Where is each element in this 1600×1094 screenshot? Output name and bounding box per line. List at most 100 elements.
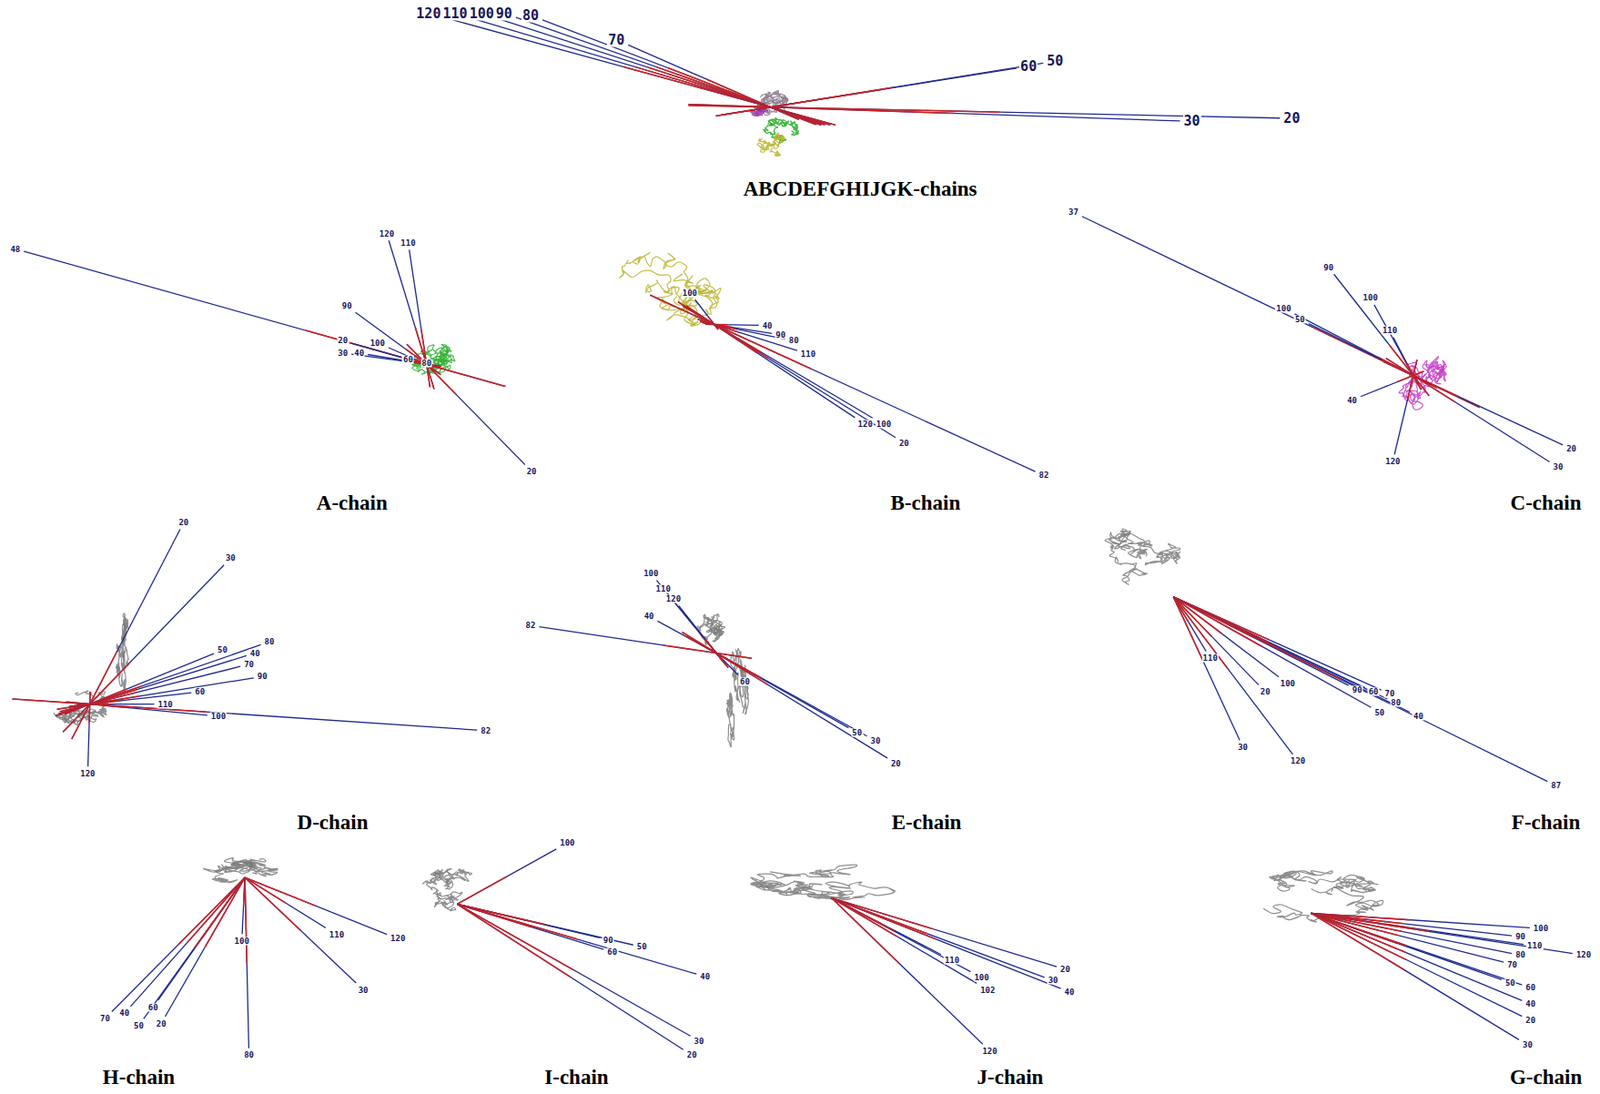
vector-line — [88, 691, 91, 767]
vector-line-segment — [58, 689, 137, 715]
residue-number: 20 — [890, 759, 902, 768]
residue-number: 50 — [1045, 54, 1064, 69]
residue-number: 30 — [1047, 976, 1060, 985]
vector-line-segment — [1311, 912, 1407, 960]
vector-line — [244, 877, 356, 983]
backbone-trace — [433, 869, 473, 890]
residue-number: 60 — [739, 677, 751, 686]
residue-number: 110 — [1381, 326, 1398, 335]
vector-line-segment — [187, 877, 245, 942]
residue-number: 70 — [99, 1013, 112, 1023]
vector-line-segment — [688, 105, 1001, 112]
residue-number: 82 — [479, 726, 492, 735]
vector-line — [60, 666, 242, 712]
residue-number: 120 — [415, 6, 442, 21]
residue-number: 120 — [1575, 951, 1592, 960]
vector-line-segment — [89, 691, 91, 723]
residue-number: 100 — [681, 288, 699, 297]
residue-number: 102 — [979, 985, 996, 994]
backbone-trace — [759, 91, 789, 105]
vector-line — [831, 898, 972, 973]
vector-line-segment — [456, 903, 570, 977]
residue-number: 120 — [665, 595, 682, 604]
residue-number: 110 — [1526, 941, 1543, 951]
vector-line-segment — [1407, 359, 1418, 399]
vector-line — [688, 104, 1181, 122]
chain-title: H-chain — [102, 1065, 175, 1087]
vector-line-segment — [1173, 597, 1227, 669]
backbone-trace — [1269, 870, 1342, 892]
vector-line-segment — [681, 631, 768, 685]
residue-number: 20 — [336, 336, 349, 345]
chain-title: B-chain — [891, 491, 962, 513]
vector-line-segment — [244, 877, 247, 963]
vector-line — [538, 627, 752, 659]
residue-number: 90 — [1514, 932, 1527, 942]
residue-number: 70 — [243, 659, 255, 669]
chain-title: I-chain — [544, 1065, 608, 1087]
vector-lines — [12, 17, 1573, 1050]
backbone-trace — [768, 117, 789, 133]
vector-line — [831, 898, 1062, 989]
vector-line — [456, 903, 604, 950]
vector-line — [1173, 597, 1381, 690]
vector-line-segment — [456, 903, 546, 924]
residue-number: 110 — [943, 956, 961, 965]
vector-line — [244, 877, 326, 928]
vector-line-segment — [1173, 597, 1342, 680]
vector-line — [130, 877, 245, 1007]
vector-line-segment — [1173, 597, 1204, 662]
vector-line-segment — [701, 636, 726, 666]
vector-line — [831, 898, 1045, 978]
vector-line-segment — [406, 344, 456, 395]
chain-title: E-chain — [891, 810, 963, 832]
vector-line-segment — [244, 877, 316, 906]
residue-number: 70 — [1506, 960, 1519, 969]
residue-number: 110 — [399, 238, 416, 247]
residue-number: 100 — [972, 973, 990, 983]
vector-line-segment — [831, 898, 898, 937]
residue-number: 80 — [420, 359, 433, 368]
residue-number: 40 — [353, 348, 365, 357]
vector-line — [516, 17, 822, 125]
vector-line — [388, 347, 435, 368]
vector-line-segment — [706, 79, 800, 120]
residue-number: 100 — [1275, 303, 1292, 313]
residue-number: 70 — [1384, 689, 1397, 699]
residue-number: 50 — [132, 1021, 145, 1030]
vector-line-segment — [55, 686, 142, 717]
vector-line-segment — [1173, 597, 1212, 638]
vector-line — [456, 849, 557, 905]
residue-number: 60 — [1019, 59, 1038, 73]
residue-number: 80 — [788, 336, 800, 345]
residue-number: 20 — [1282, 111, 1301, 126]
residue-number: 110 — [800, 350, 817, 359]
vector-line — [1173, 597, 1410, 713]
chain-title: J-chain — [977, 1065, 1044, 1087]
backbone-trace — [433, 890, 463, 911]
vector-line — [1334, 273, 1430, 396]
residue-number: 40 — [1346, 395, 1358, 405]
vector-line — [542, 20, 817, 125]
vector-line — [1173, 597, 1371, 708]
vector-line-segment — [1173, 597, 1263, 648]
backbone-trace — [116, 617, 127, 675]
residue-number: 110 — [156, 699, 173, 709]
backbone-trace — [1114, 528, 1153, 559]
chain-title: F-chain — [1511, 810, 1580, 832]
residue-number: 90 — [256, 672, 269, 681]
vector-line — [649, 294, 1035, 472]
residue-number: 40 — [698, 972, 711, 981]
residue-number: 40 — [118, 1009, 131, 1018]
residue-number: 100 — [369, 338, 386, 347]
vector-line — [55, 644, 261, 716]
residue-number: 60 — [193, 688, 206, 697]
backbone-trace — [1334, 874, 1378, 892]
backbone-trace — [726, 692, 734, 747]
chain-title: C-chain — [1510, 491, 1582, 513]
residue-number: 100 — [233, 936, 251, 945]
vector-line — [62, 565, 224, 732]
backbone-trace — [801, 881, 896, 900]
vector-line-segment — [649, 294, 811, 369]
